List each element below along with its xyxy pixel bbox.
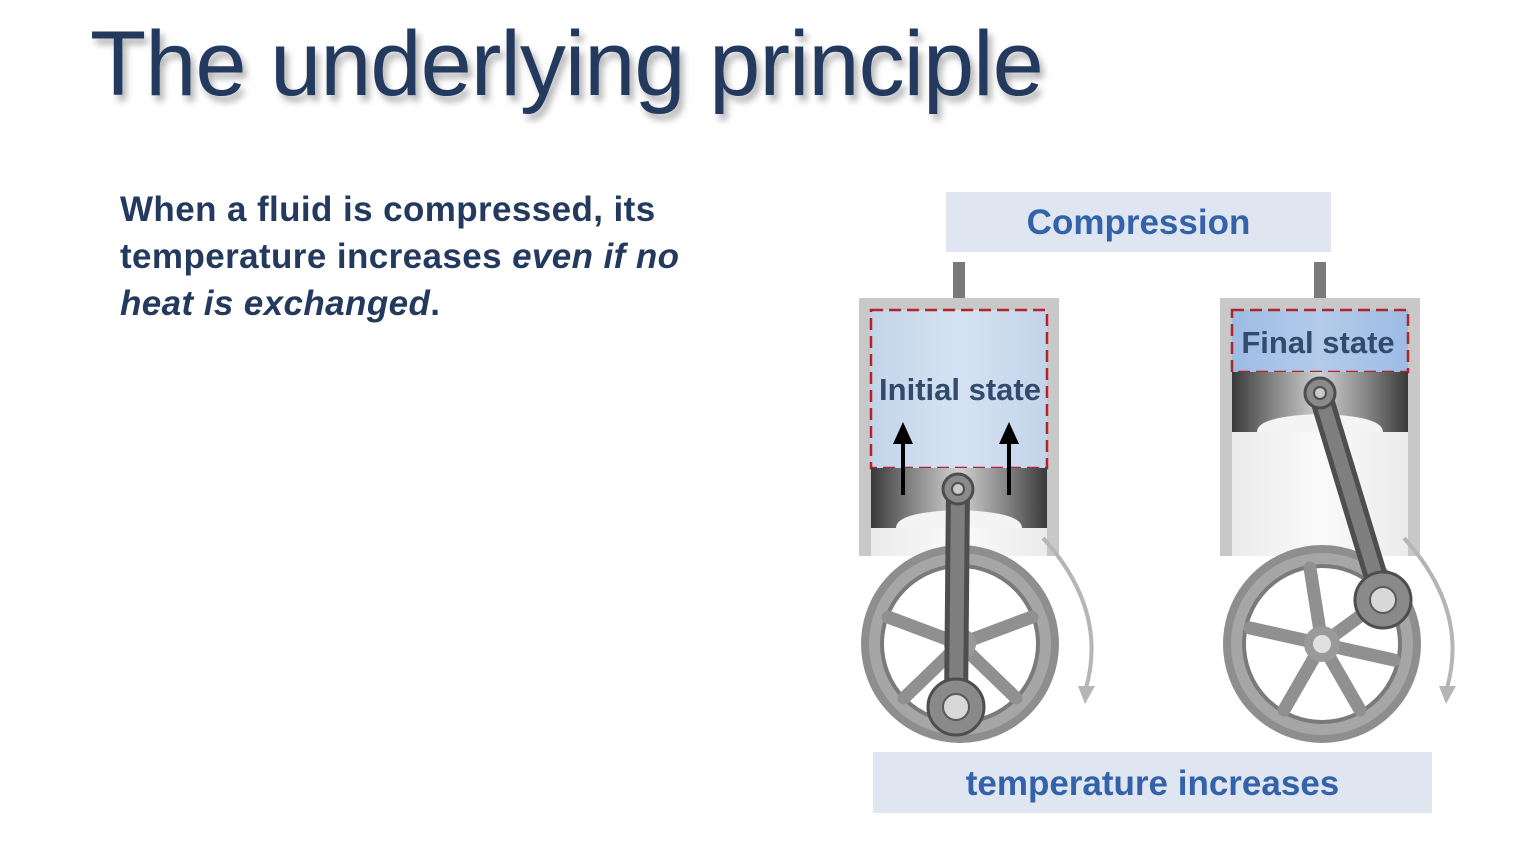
compression-label: Compression xyxy=(946,192,1331,252)
gas-volume-final xyxy=(1232,310,1408,372)
up-arrow-icon xyxy=(999,422,1019,495)
engine-initial: Initial state xyxy=(859,262,1095,743)
body-text-period: . xyxy=(430,284,441,323)
up-arrow-icon xyxy=(893,422,913,495)
temperature-label: temperature increases xyxy=(873,752,1432,813)
body-text-emphasis: even if no heat is exchanged xyxy=(120,237,680,323)
rotation-arrow-icon xyxy=(1402,536,1456,704)
body-text-part1: When a fluid is compressed, its temperat… xyxy=(120,190,656,276)
body-text: When a fluid is compressed, its temperat… xyxy=(120,186,740,327)
rotation-arrow-icon xyxy=(1041,536,1095,704)
engine-final: Final state xyxy=(1220,262,1456,743)
initial-state-label: Initial state xyxy=(879,372,1041,407)
slide-title: The underlying principle xyxy=(90,13,1044,115)
final-state-label: Final state xyxy=(1241,325,1394,360)
